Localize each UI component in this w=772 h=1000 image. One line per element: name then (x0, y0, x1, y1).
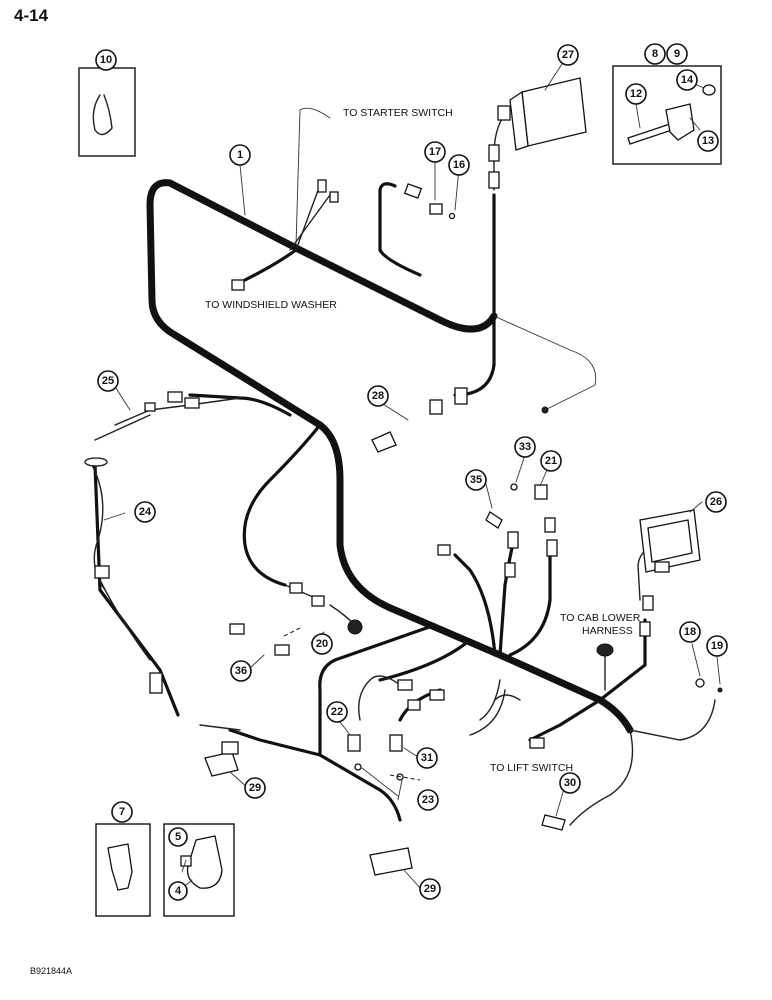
svg-text:1: 1 (237, 149, 243, 161)
detail-box-7 (95, 823, 151, 917)
diagram-labels: TO STARTER SWITCH TO WINDSHIELD WASHER T… (205, 107, 641, 774)
svg-text:29: 29 (424, 883, 436, 895)
callout-10: 10 (95, 49, 117, 71)
callout-29-upper: 29 (244, 777, 266, 799)
svg-text:22: 22 (331, 706, 343, 718)
svg-text:12: 12 (630, 88, 642, 100)
svg-text:23: 23 (422, 794, 434, 806)
callout-4: 4 (168, 881, 188, 901)
callout-35: 35 (465, 469, 487, 491)
detail-box-10 (78, 67, 136, 157)
svg-text:21: 21 (545, 455, 557, 467)
components (84, 77, 723, 876)
svg-text:9: 9 (674, 48, 680, 60)
callout-9: 9 (666, 43, 688, 65)
callout-36: 36 (230, 660, 252, 682)
callout-28: 28 (367, 385, 389, 407)
main-harness (146, 179, 634, 757)
callout-8: 8 (644, 43, 666, 65)
page-number: 4-14 (14, 6, 49, 25)
callout-12: 12 (625, 83, 647, 105)
label-cab-lower-harness-line2: HARNESS (582, 625, 633, 637)
svg-text:20: 20 (316, 638, 328, 650)
callout-14: 14 (676, 69, 698, 91)
callout-26: 26 (705, 491, 727, 513)
svg-text:18: 18 (684, 626, 696, 638)
svg-text:25: 25 (102, 375, 114, 387)
label-cab-lower-harness-line1: TO CAB LOWER (560, 612, 641, 624)
svg-text:7: 7 (119, 806, 125, 818)
callout-31: 31 (416, 747, 438, 769)
svg-text:16: 16 (453, 159, 465, 171)
label-windshield-washer: TO WINDSHIELD WASHER (205, 299, 337, 311)
callout-1: 1 (229, 144, 251, 166)
svg-text:29: 29 (249, 782, 261, 794)
svg-text:36: 36 (235, 665, 247, 677)
callout-17: 17 (424, 141, 446, 163)
svg-text:5: 5 (175, 831, 181, 843)
lamp-26-housing (639, 509, 701, 573)
svg-text:8: 8 (652, 48, 658, 60)
callout-7: 7 (111, 801, 133, 823)
svg-text:13: 13 (702, 135, 714, 147)
svg-text:35: 35 (470, 474, 482, 486)
svg-text:33: 33 (519, 441, 531, 453)
callout-25: 25 (97, 370, 119, 392)
label-starter-switch: TO STARTER SWITCH (343, 107, 453, 119)
svg-text:31: 31 (421, 752, 433, 764)
svg-text:4: 4 (175, 885, 182, 897)
callout-33: 33 (514, 436, 536, 458)
callout-27: 27 (557, 44, 579, 66)
detail-box-8-9 (612, 65, 722, 165)
callout-13: 13 (697, 130, 719, 152)
callout-21: 21 (540, 450, 562, 472)
svg-text:17: 17 (429, 146, 441, 158)
svg-text:27: 27 (562, 49, 574, 61)
svg-text:28: 28 (372, 390, 384, 402)
label-lift-switch: TO LIFT SWITCH (490, 762, 573, 774)
callout-23: 23 (417, 789, 439, 811)
figure-reference-code: B921844A (30, 966, 73, 976)
callout-30: 30 (559, 772, 581, 794)
callout-19: 19 (706, 635, 728, 657)
lamp-27-housing (497, 77, 587, 151)
svg-text:10: 10 (100, 54, 112, 66)
callout-24: 24 (134, 501, 156, 523)
callout-22: 22 (326, 701, 348, 723)
svg-text:19: 19 (711, 640, 723, 652)
callout-29-lower: 29 (419, 878, 441, 900)
callout-20: 20 (311, 633, 333, 655)
callout-18: 18 (679, 621, 701, 643)
callout-5: 5 (168, 827, 188, 847)
svg-text:14: 14 (681, 74, 694, 86)
svg-text:26: 26 (710, 496, 722, 508)
callout-16: 16 (448, 154, 470, 176)
svg-text:24: 24 (139, 506, 152, 518)
svg-text:30: 30 (564, 777, 576, 789)
